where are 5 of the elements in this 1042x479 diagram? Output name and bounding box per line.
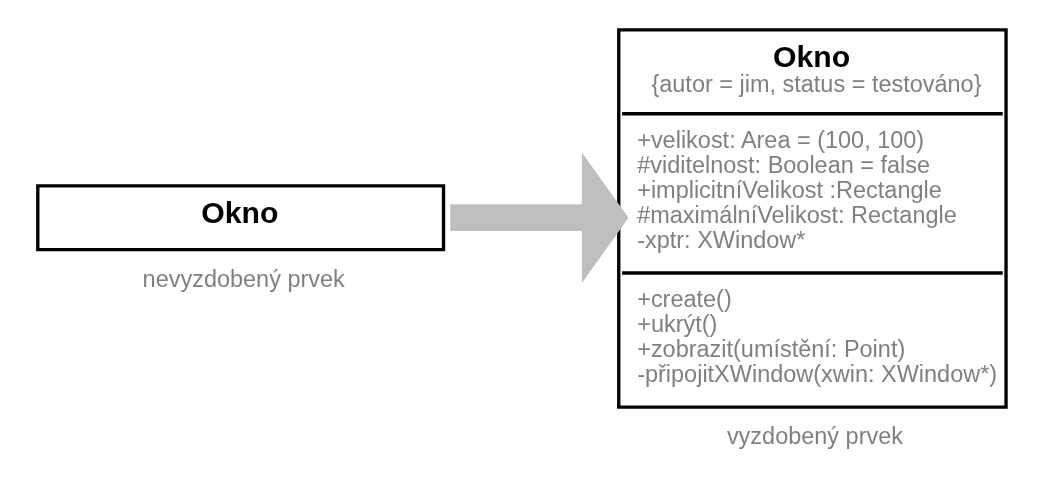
node-box: Okno {autor = jim, status = testováno} +velikost: Area = (100, 100) #viditelnost: Boolean = false +implicitníVelikost :Rectangle #maximálníVelikost: Rectangle -xptr: XWindow* +create() +ukrýt() +zobrazit(umístění: Point) -připojitXWindow(xwin: XWindow*) (616, 28, 1008, 409)
node-box: Okno (35, 184, 445, 252)
arrow (449, 152, 629, 284)
node-label: nevyzdobený prvek (142, 265, 345, 292)
node-label: vyzdobený prvek (726, 423, 903, 450)
